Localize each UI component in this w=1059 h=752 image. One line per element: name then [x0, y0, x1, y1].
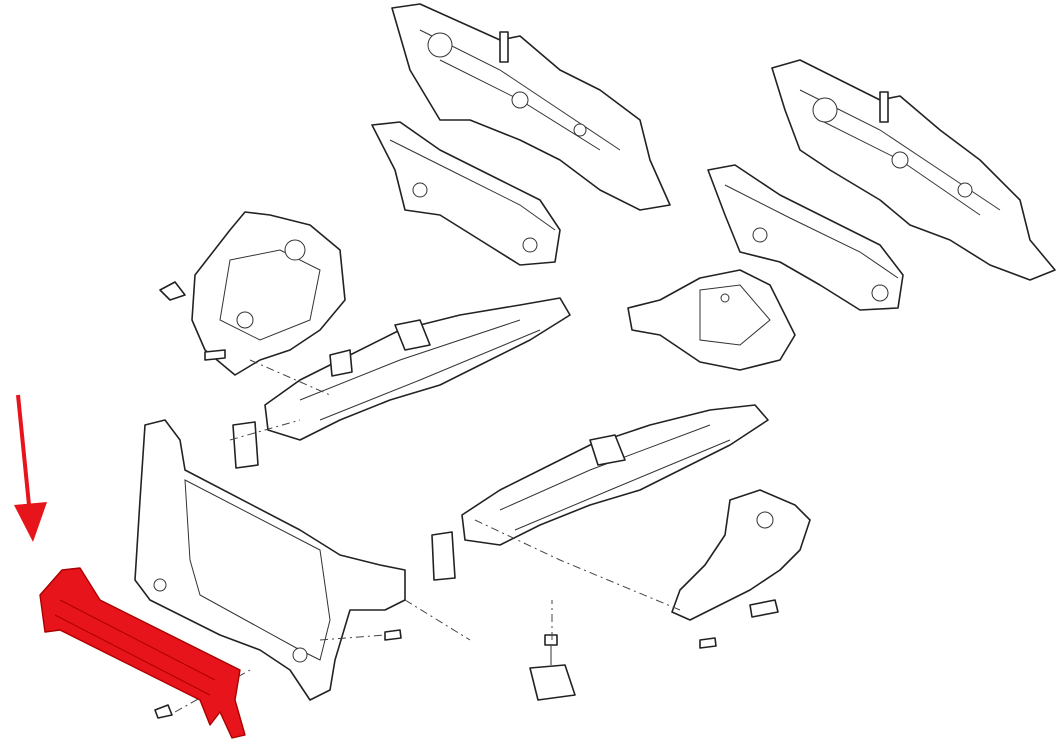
bumper-reinforcement-beam	[39, 567, 246, 739]
arrow-icon	[14, 394, 47, 542]
wheelhouse-left	[159, 211, 346, 376]
side-member-right	[431, 404, 769, 581]
wheelhouse-right	[671, 489, 811, 621]
dash-panel-right	[771, 59, 1056, 281]
dash-panel-left	[391, 3, 671, 211]
cowl-right	[707, 164, 904, 311]
radiator-support	[134, 419, 406, 701]
cowl-left	[371, 121, 561, 266]
floor-bracket	[627, 269, 796, 371]
guide-lines	[174, 359, 681, 713]
bolt-and-bracket	[384, 629, 717, 701]
